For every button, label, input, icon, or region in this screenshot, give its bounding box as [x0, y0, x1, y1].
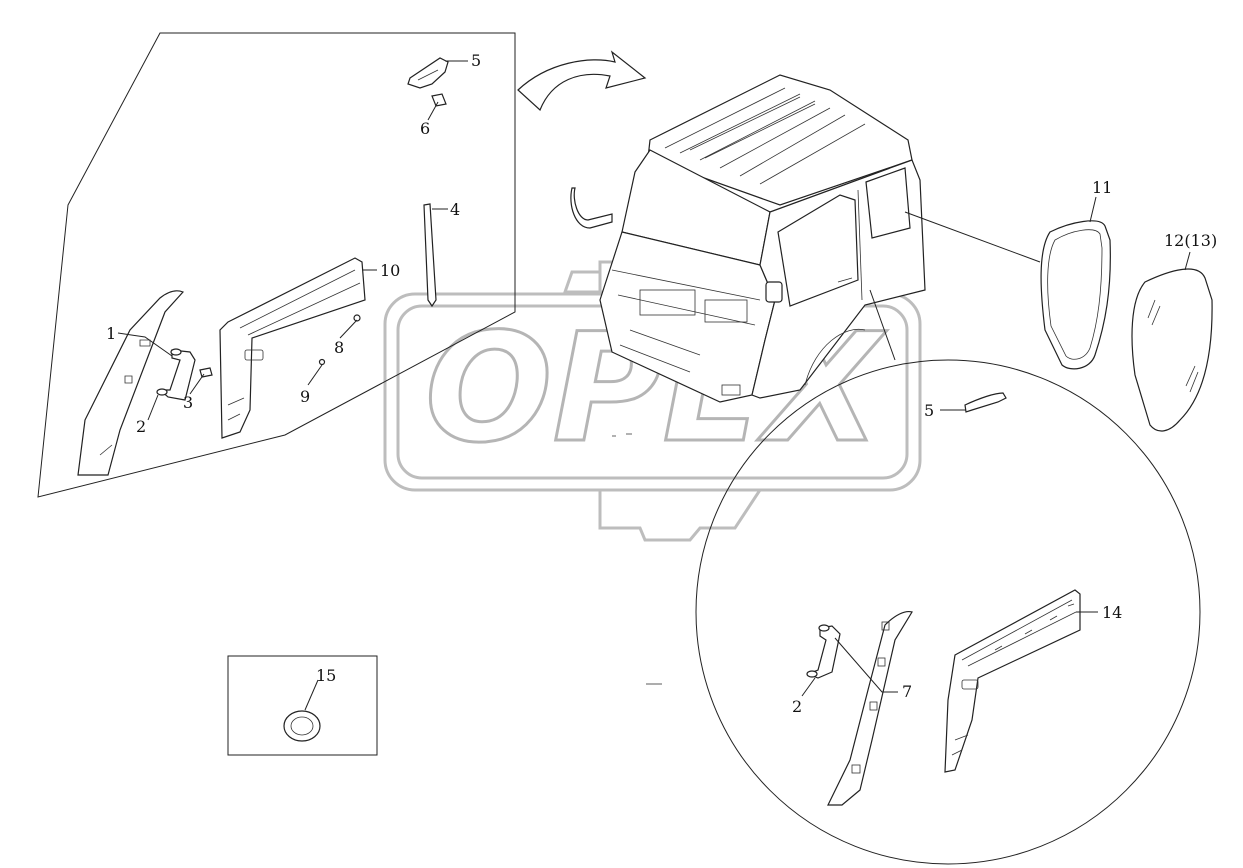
callout-1: 1 [106, 324, 116, 343]
callout-2: 2 [136, 417, 146, 436]
part-14-side-trim-detail [944, 589, 1081, 773]
callout-11: 11 [1092, 178, 1112, 197]
callout-5-handle: 5 [924, 401, 934, 420]
part-15-frame [227, 655, 378, 756]
callout-labels: 1 2 3 4 5 6 8 9 10 11 12(13) 5 2 7 14 15 [106, 51, 1217, 716]
callout-3: 3 [183, 393, 193, 412]
tick-mark-small [612, 433, 632, 437]
leader-cab-circle [869, 289, 896, 361]
part-12-window-glass [1131, 268, 1213, 432]
part-4-rod [423, 203, 437, 308]
callout-10: 10 [380, 261, 400, 280]
callout-7: 7 [902, 682, 912, 701]
part-6-bolt [431, 93, 447, 107]
part-10-side-trim [219, 257, 366, 439]
callout-9: 9 [300, 387, 310, 406]
callout-15: 15 [316, 666, 336, 685]
part-7-pillar-trim-detail [827, 610, 913, 806]
part-5-bracket [407, 57, 449, 89]
direction-arrow [517, 50, 647, 112]
part-3-screw [199, 367, 213, 378]
callout-14: 14 [1102, 603, 1122, 622]
callout-8: 8 [334, 338, 344, 357]
part-15-grommet [227, 655, 378, 756]
part-2-grab-handle [156, 348, 196, 401]
callout-2-detail: 2 [792, 697, 802, 716]
part-2-grab-handle-detail [806, 624, 841, 679]
leader-cab-glass [904, 211, 1041, 263]
callout-12-13: 12(13) [1164, 231, 1217, 250]
callout-4: 4 [450, 200, 460, 219]
callout-5-bracket: 5 [471, 51, 481, 70]
leader-lines [117, 60, 1191, 711]
part-8-clip [353, 314, 361, 322]
callout-6: 6 [420, 119, 430, 138]
part-5-handle-detail [964, 392, 1007, 413]
part-9-clip [318, 358, 326, 366]
truck-cab [570, 74, 926, 403]
detail-circle [695, 359, 1201, 865]
part-11-window-seal [1040, 220, 1111, 370]
left-detail-frame [37, 32, 516, 498]
part-1-pillar-trim [77, 290, 185, 476]
